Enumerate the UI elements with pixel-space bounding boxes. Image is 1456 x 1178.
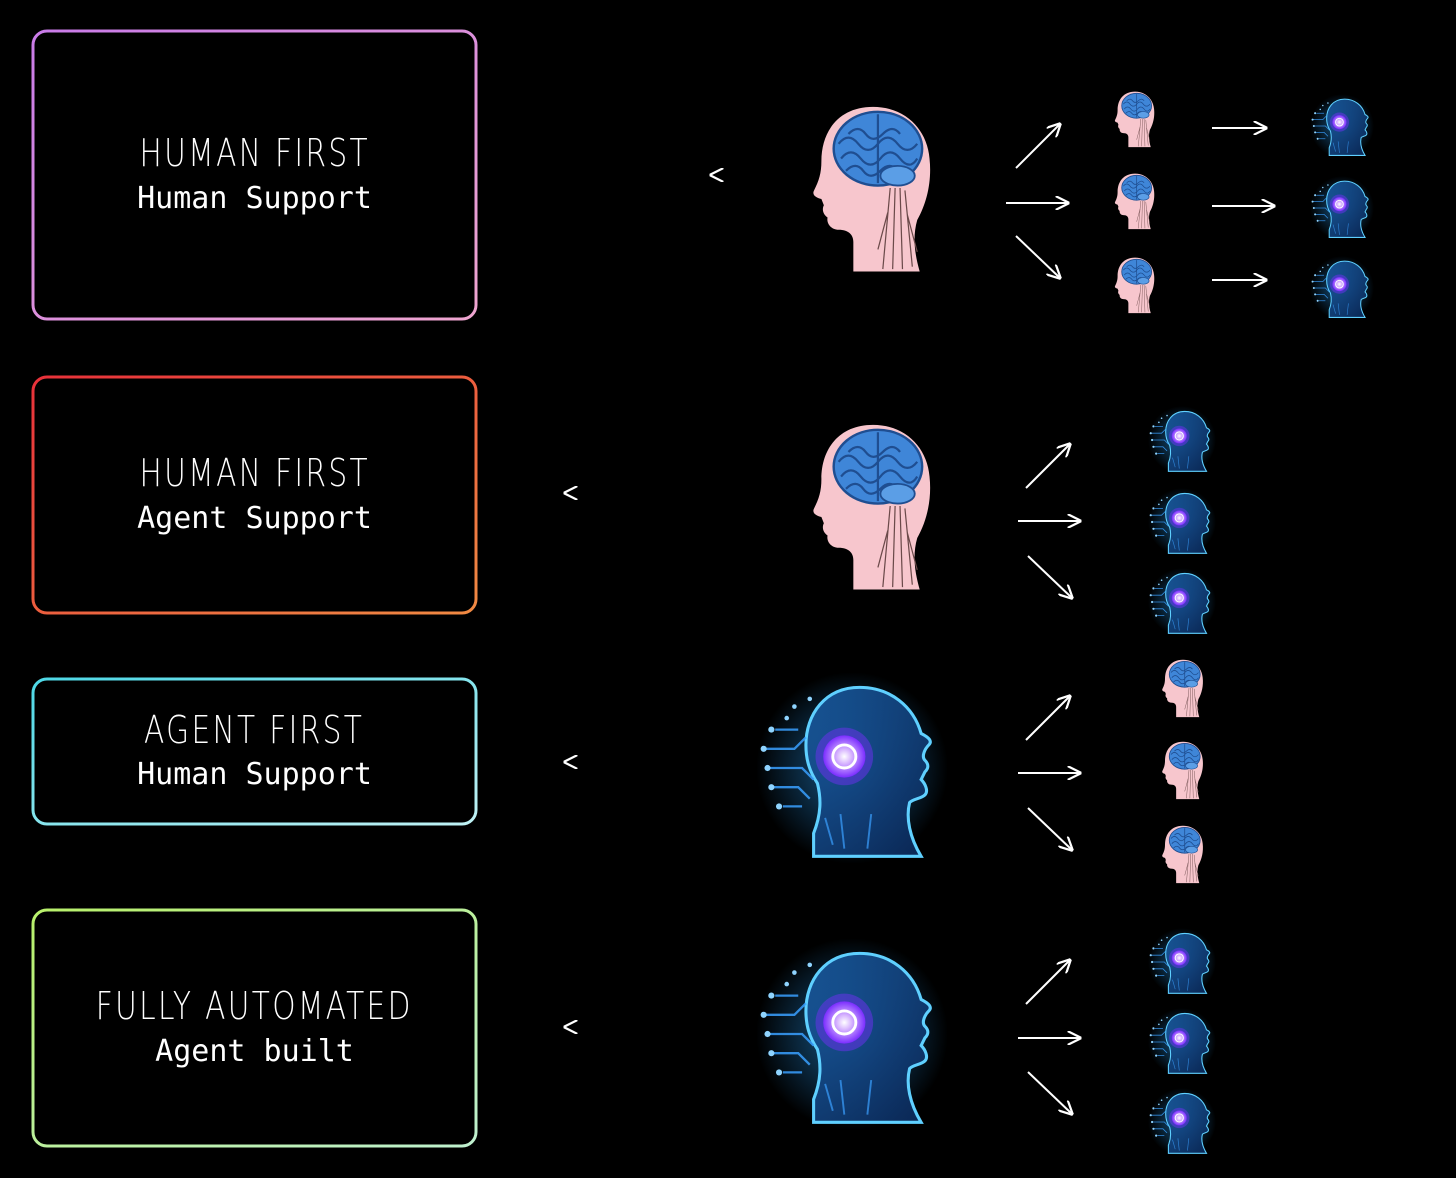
row-4-lead-agent-head-icon (756, 936, 948, 1132)
row-1-box-border (31, 29, 478, 321)
row-4-fanout-arrow-up (1025, 960, 1070, 1005)
row-1-chain-agent-head-icon-3 (1309, 256, 1375, 320)
row-1-fanout-human-head-icon-3 (1114, 257, 1155, 314)
row-3-lead-agent-head-icon (756, 670, 948, 866)
row-1-chain-agent-head-icon-1 (1309, 94, 1375, 158)
row-2-title: HUMAN FIRST (139, 451, 370, 496)
row-4-fanout-agent-head-icon-1 (1147, 928, 1217, 996)
row-2-box-border (31, 375, 478, 615)
row-4-fanout-agent-head-icon-3 (1147, 1088, 1217, 1156)
row-2-fanout-agent-head-icon-3 (1147, 568, 1217, 636)
row-3-fanout-human-head-icon-2 (1161, 741, 1204, 800)
row-3-fanout-human-head-icon-1 (1161, 659, 1204, 718)
row-3-title: AGENT FIRST (144, 707, 365, 752)
row-1-fanout-human-head-icon-1 (1114, 91, 1155, 148)
row-1-chain-agent-head-icon-2 (1309, 176, 1375, 240)
row-3-label-box: AGENT FIRST Human Support (33, 679, 476, 824)
row-4-fanout-arrow-down (1027, 1071, 1072, 1114)
row-3-subtitle: Human Support (137, 757, 372, 793)
row-1-fanout-arrow-up (1015, 124, 1060, 169)
row-2-fanout-arrow-down (1027, 555, 1072, 598)
row-4-subtitle: Agent built (155, 1033, 354, 1069)
row-2-fanout-agent-head-icon-1 (1147, 406, 1217, 474)
row-2-fanout-agent-head-icon-2 (1147, 488, 1217, 556)
row-3-box-border (31, 677, 478, 826)
row-3-fanout-human-head-icon-3 (1161, 825, 1204, 884)
row-2-fanout-arrow-up (1025, 444, 1070, 489)
row-2-label-box: HUMAN FIRST Agent Support (33, 377, 476, 613)
row-4-title: FULLY AUTOMATED (95, 984, 414, 1029)
row-1-lead-human-head-icon (812, 105, 932, 273)
row-4-label-box: FULLY AUTOMATED Agent built (33, 910, 476, 1146)
row-1-fanout-arrow-down (1015, 235, 1060, 278)
row-4-fanout-agent-head-icon-2 (1147, 1008, 1217, 1076)
row-4-box-border (31, 908, 478, 1148)
row-1-title: HUMAN FIRST (139, 131, 370, 176)
row-3-fanout-arrow-up (1025, 696, 1070, 741)
row-2-subtitle: Agent Support (137, 500, 372, 536)
row-2-lead-human-head-icon (812, 423, 932, 591)
row-1-subtitle: Human Support (137, 180, 372, 216)
row-1-fanout-human-head-icon-2 (1114, 173, 1155, 230)
row-3-fanout-arrow-down (1027, 807, 1072, 850)
row-1-label-box: HUMAN FIRST Human Support (33, 31, 476, 319)
